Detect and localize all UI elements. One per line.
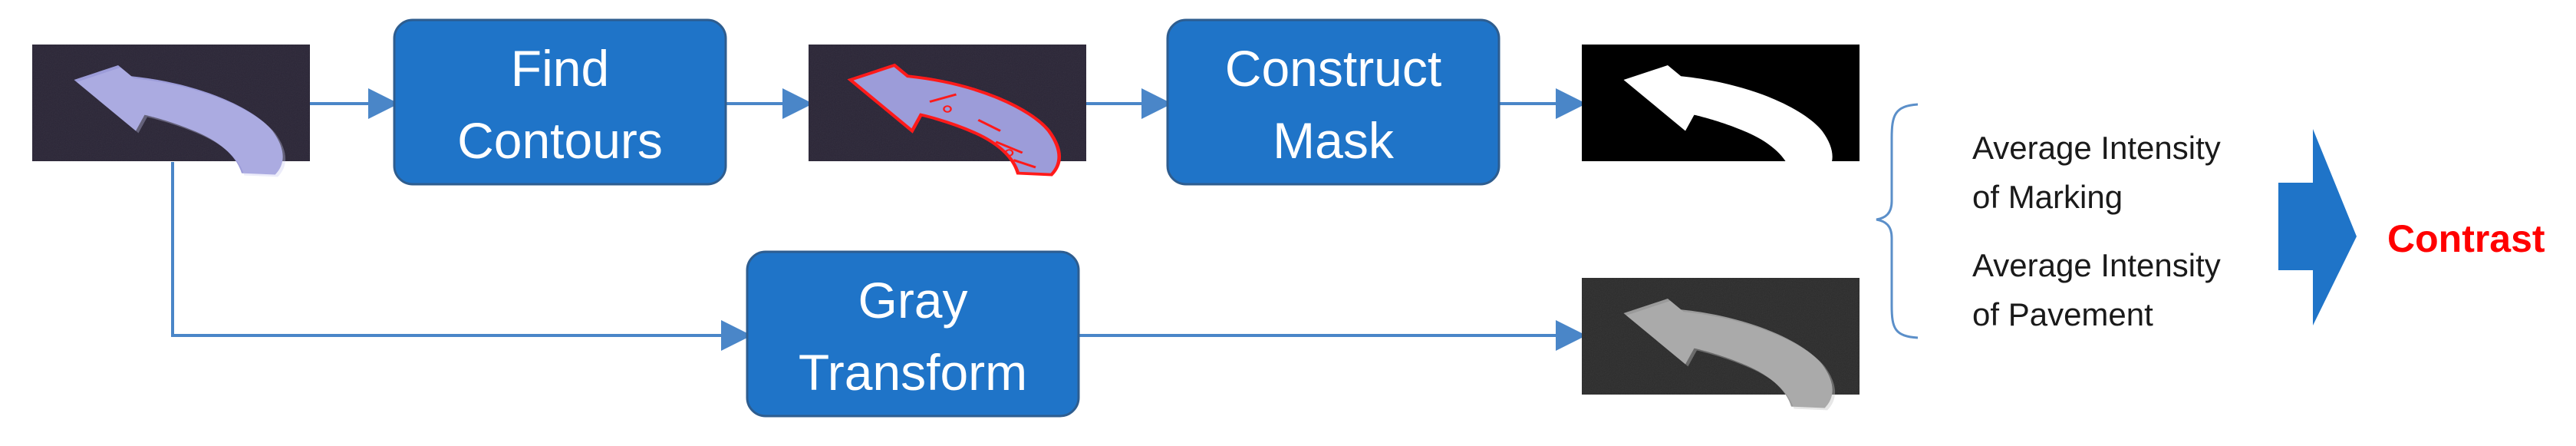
gray-image <box>1582 278 1860 411</box>
contours-image <box>809 45 1086 175</box>
find-contours-line2: Contours <box>457 112 663 169</box>
big-right-arrow-icon <box>2278 129 2357 325</box>
gray-transform-line1: Gray <box>858 272 967 329</box>
input-image <box>32 45 310 177</box>
construct-mask-line1: Construct <box>1225 40 1441 97</box>
marking-label-line2: of Marking <box>1972 179 2123 215</box>
find-contours-box: Find Contours <box>393 18 727 186</box>
marking-label-line1: Average Intensity <box>1972 130 2221 166</box>
construct-mask-line2: Mask <box>1273 112 1395 169</box>
pavement-label-line1: Average Intensity <box>1972 247 2221 283</box>
connectors <box>171 88 1586 351</box>
contrast-result: Contrast <box>2387 217 2545 260</box>
mask-image <box>1582 45 1860 175</box>
gray-transform-box: Gray Transform <box>746 250 1080 418</box>
connector-input-to-gray <box>171 162 752 351</box>
intensity-labels: Average Intensity of Marking Average Int… <box>1972 130 2221 332</box>
gray-transform-line2: Transform <box>799 344 1027 401</box>
pavement-label-line2: of Pavement <box>1972 296 2153 332</box>
brace-icon <box>1876 103 1919 339</box>
find-contours-line1: Find <box>511 40 609 97</box>
construct-mask-box: Construct Mask <box>1166 18 1500 186</box>
